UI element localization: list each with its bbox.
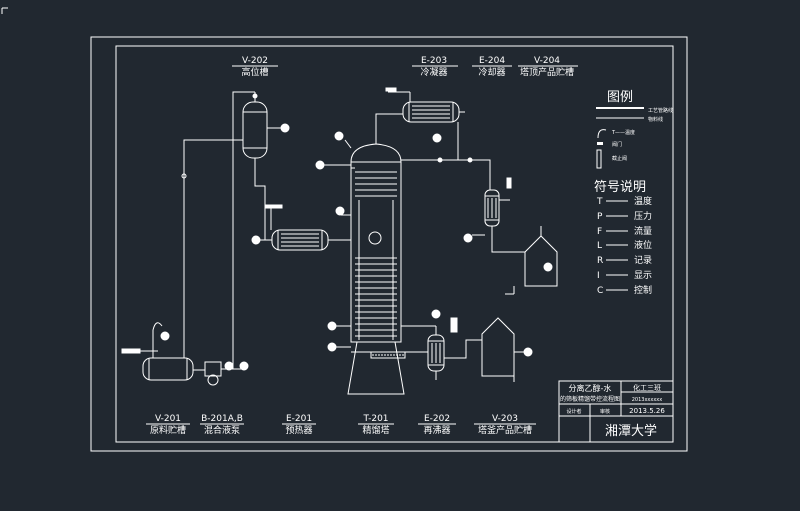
label-name: 高位槽 [241, 66, 268, 78]
svg-text:塔顶产品贮槽: 塔顶产品贮槽 [520, 66, 574, 78]
label-v204: V-204 塔顶产品贮槽 [518, 56, 578, 78]
svg-text:V-203: V-203 [492, 414, 518, 424]
svg-text:混合液泵: 混合液泵 [204, 424, 240, 436]
v201-tank [121, 322, 194, 381]
svg-text:控制: 控制 [634, 284, 652, 296]
column-instruments [315, 131, 406, 359]
v203-tank [481, 317, 533, 382]
svg-text:B-201A,B: B-201A,B [201, 414, 243, 424]
feed-line-v202-e201 [254, 158, 272, 241]
svg-text:预热器: 预热器 [285, 424, 312, 436]
svg-text:塔釜产品贮槽: 塔釜产品贮槽 [478, 424, 532, 436]
svg-text:L: L [597, 241, 602, 251]
svg-text:阀门: 阀门 [612, 141, 622, 148]
label-e203: E-203 冷凝器 [412, 56, 458, 78]
label-v201: V-201 原料贮槽 [146, 414, 190, 436]
drawing-title-line1: 分离乙醇-水 [569, 383, 612, 393]
v202-tank [242, 92, 268, 159]
svg-text:V-201: V-201 [155, 414, 181, 424]
svg-text:T——温度: T——温度 [611, 129, 635, 136]
reflux-valve-1 [437, 157, 443, 163]
bypass-line [183, 139, 243, 358]
label-b201: B-201A,B 混合液泵 [200, 414, 244, 436]
inner-frame [115, 45, 674, 443]
university-name: 湘潭大学 [605, 423, 657, 439]
svg-text:流量: 流量 [634, 225, 652, 237]
symbol-row-r: R 记录 [597, 255, 652, 266]
svg-text:E-201: E-201 [286, 414, 312, 424]
svg-text:V-204: V-204 [534, 56, 560, 66]
svg-text:记录: 记录 [634, 255, 652, 266]
title-block [558, 380, 674, 443]
designer-label: 设计者 [566, 408, 581, 415]
label-v202: V-202 高位槽 [232, 56, 278, 78]
v202-level-instrument [267, 123, 290, 133]
symbol-row-p: P 压力 [597, 210, 652, 222]
svg-text:工艺管路线: 工艺管路线 [648, 107, 673, 114]
label-e201: E-201 预热器 [282, 414, 316, 436]
svg-text:冷却器: 冷却器 [478, 66, 505, 78]
svg-text:E-203: E-203 [421, 56, 447, 66]
legend: 图例 工艺管路线 物料线 T——温度 阀门 截止阀 符号说明 [594, 90, 673, 195]
pump-to-v202-line [232, 91, 255, 369]
e202-reboiler [401, 309, 458, 380]
svg-text:E-202: E-202 [424, 414, 450, 424]
svg-text:再沸器: 再沸器 [423, 424, 450, 436]
symbol-row-c: C 控制 [597, 284, 652, 296]
symbols-title: 符号说明 [594, 179, 646, 195]
outer-frame [90, 36, 688, 452]
v204-tank [505, 226, 558, 295]
svg-text:T-201: T-201 [362, 414, 388, 424]
svg-text:液位: 液位 [634, 239, 652, 251]
svg-text:原料贮槽: 原料贮槽 [150, 424, 186, 436]
svg-text:物料线: 物料线 [648, 116, 663, 123]
svg-text:F: F [597, 227, 602, 237]
svg-text:P: P [597, 212, 603, 222]
reflux-valve-2 [467, 157, 473, 163]
e204-cooler [484, 177, 512, 227]
svg-text:精馏塔: 精馏塔 [362, 424, 389, 436]
label-v203: V-203 塔釜产品贮槽 [474, 414, 536, 436]
e203-condenser [385, 87, 465, 123]
symbol-row-i: I 显示 [597, 270, 652, 281]
bottoms-line [444, 339, 482, 359]
symbol-row-l: L 液位 [597, 239, 652, 251]
label-e202: E-202 再沸器 [418, 414, 456, 436]
svg-text:冷凝器: 冷凝器 [420, 66, 447, 78]
cooler-instrument [463, 233, 485, 243]
class-name: 化工三班 [633, 383, 661, 392]
drawing-title-line2: 的筛板精馏带控流程图 [560, 395, 620, 403]
checker-label: 审核 [600, 408, 610, 415]
svg-text:T: T [596, 197, 603, 207]
student-number: 2013xxxxxx [632, 397, 663, 403]
svg-text:温度: 温度 [634, 195, 652, 207]
drawing-date: 2013.5.26 [629, 407, 665, 415]
reflux-line [401, 159, 491, 190]
corner-marker [1, 7, 8, 14]
symbol-list: T 温度 P 压力 F 流量 L 液位 R 记录 I 显示 [596, 195, 652, 296]
svg-text:E-204: E-204 [479, 56, 505, 66]
symbol-row-t: T 温度 [596, 195, 652, 207]
legend-title: 图例 [607, 90, 633, 105]
cooler-outlet-line [491, 226, 525, 253]
vapour-line [375, 113, 403, 144]
svg-text:I: I [597, 271, 600, 281]
svg-text:C: C [597, 286, 603, 296]
label-e204: E-204 冷却器 [472, 56, 512, 78]
label-t201: T-201 精馏塔 [358, 414, 394, 436]
title-block-text: 分离乙醇-水 的筛板精馏带控流程图 化工三班 2013xxxxxx 设计者 审核… [560, 383, 665, 439]
t201-column [347, 143, 405, 395]
bypass-valve [181, 173, 187, 179]
b201-pump [193, 361, 249, 386]
label-code: V-202 [242, 56, 268, 66]
svg-text:显示: 显示 [634, 270, 652, 281]
condenser-instrument [432, 133, 442, 143]
svg-text:截止阀: 截止阀 [612, 155, 627, 162]
symbol-row-f: F 流量 [597, 225, 652, 237]
svg-text:R: R [597, 256, 603, 266]
svg-text:压力: 压力 [634, 210, 652, 222]
